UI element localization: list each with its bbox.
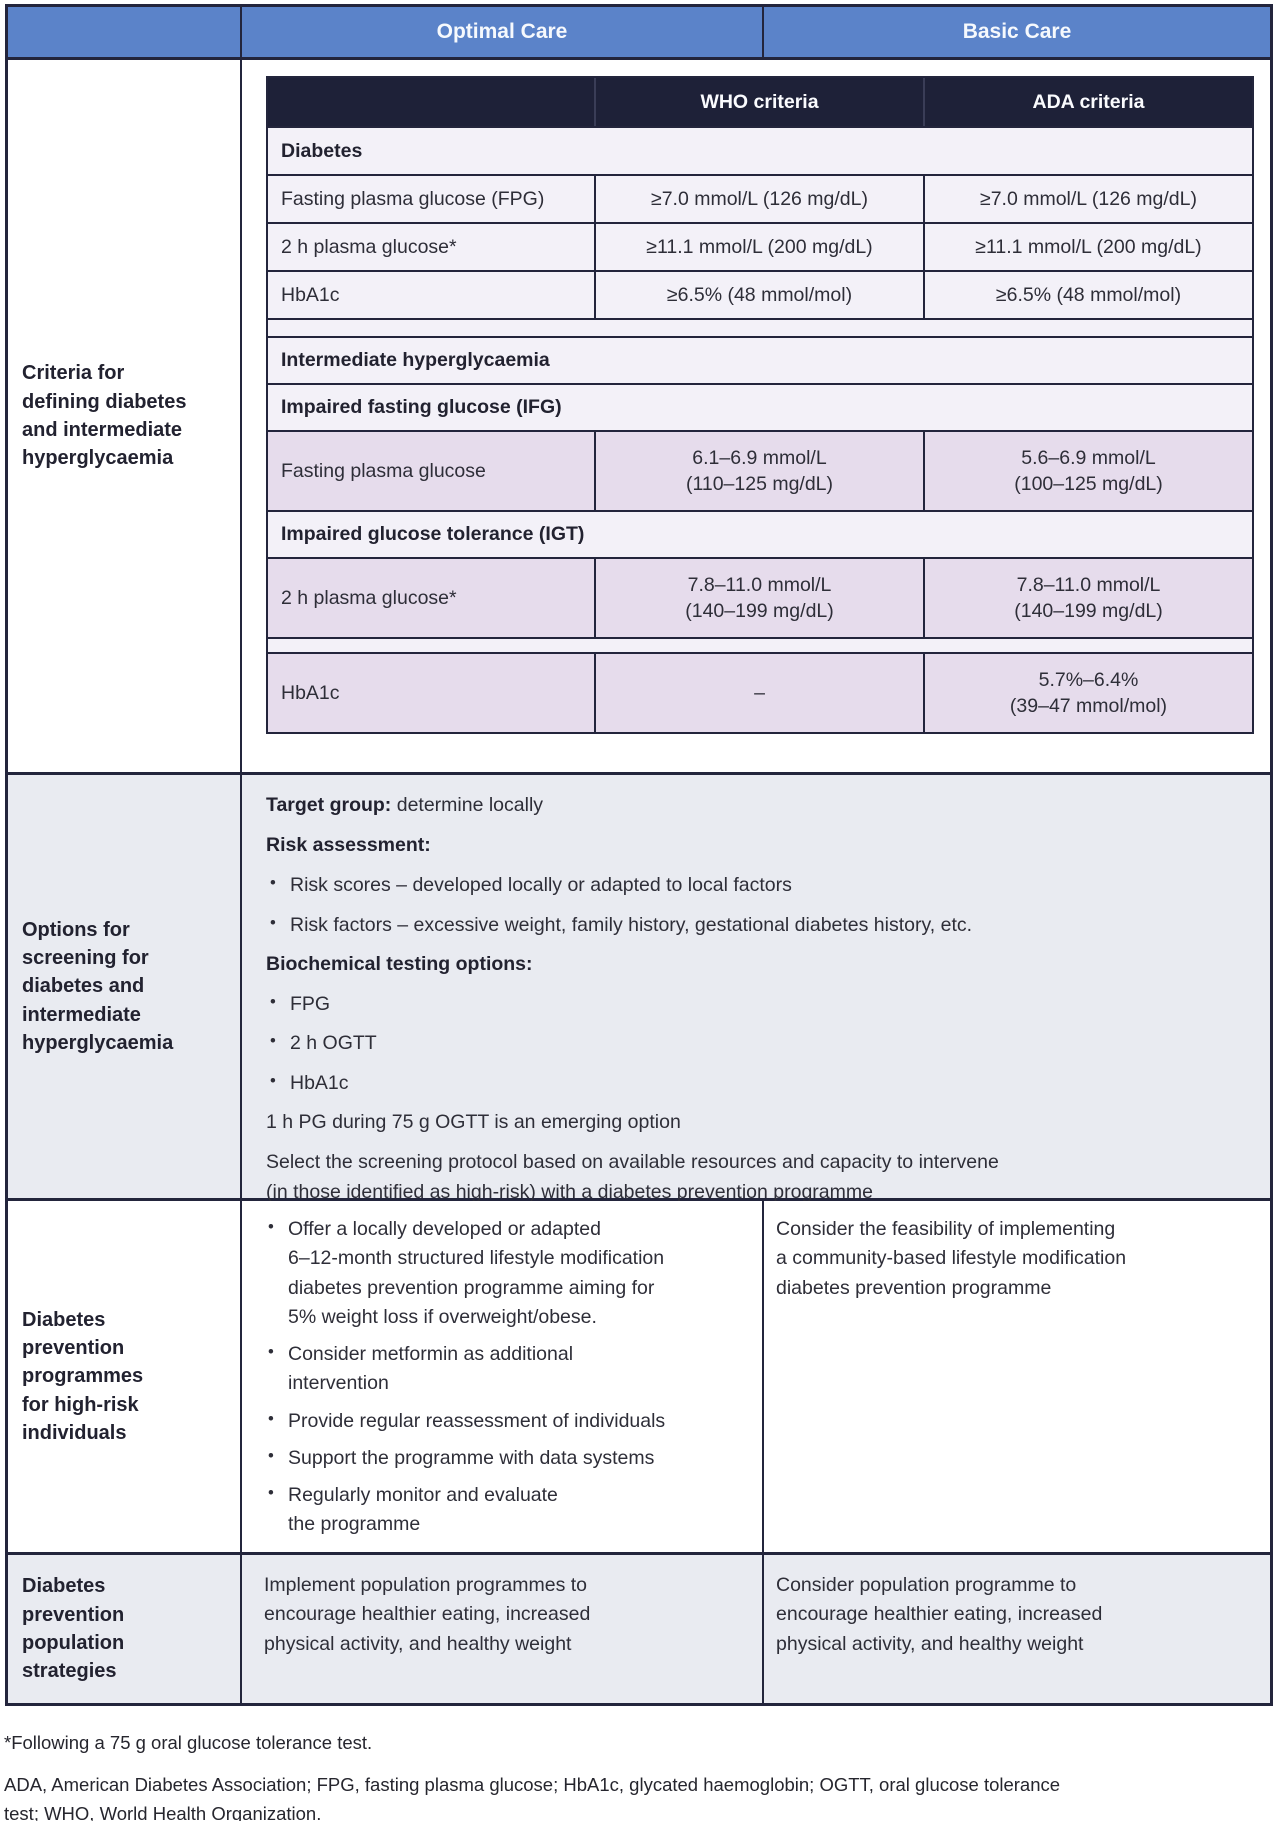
basic-care-label: Basic Care — [962, 20, 1072, 43]
ada-value: 7.8–11.0 mmol/L (140–199 mg/dL) — [1014, 573, 1163, 622]
ada-value: ≥7.0 mmol/L (126 mg/dL) — [980, 187, 1197, 210]
biochemical-bullet: FPG — [266, 989, 1246, 1019]
row-label: Fasting plasma glucose (FPG) — [268, 176, 596, 222]
prevention-programmes-row: Diabetes prevention programmes for high-… — [8, 1201, 1270, 1555]
target-group-text: determine locally — [396, 794, 544, 816]
spacer-row — [268, 639, 1252, 654]
diabetes-section-header: Diabetes — [268, 128, 1252, 174]
row-label: HbA1c — [268, 654, 596, 732]
who-value: 7.8–11.0 mmol/L (140–199 mg/dL) — [596, 559, 925, 637]
optimal-care-label: Optimal Care — [436, 20, 568, 43]
ifg-values-row: Fasting plasma glucose 6.1–6.9 mmol/L (1… — [268, 432, 1252, 512]
intermediate-section-row: Intermediate hyperglycaemia — [268, 338, 1252, 385]
header-optimal-care-cell: Optimal Care — [242, 7, 764, 57]
header-corner-cell — [8, 7, 242, 57]
prevention-bullet: Provide regular reassessment of individu… — [264, 1407, 754, 1436]
risk-bullet-list: Risk scores – developed locally or adapt… — [266, 870, 1246, 939]
intermediate-section-header: Intermediate hyperglycaemia — [268, 338, 1252, 383]
ada-value: ≥6.5% (48 mmol/mol) — [995, 283, 1182, 306]
inner-table-corner-cell — [268, 78, 596, 126]
header-basic-care-cell: Basic Care — [764, 7, 1270, 57]
biochemical-bullet: HbA1c — [266, 1068, 1246, 1098]
target-group-line: Target group: determine locally — [266, 790, 1246, 820]
footnote-asterisk: *Following a 75 g oral glucose tolerance… — [4, 1732, 373, 1753]
prevention-bullet: Regularly monitor and evaluate the progr… — [264, 1481, 754, 1540]
criteria-row-header-cell: Criteria for defining diabetes and inter… — [8, 60, 242, 772]
population-strategies-row: Diabetes prevention population strategie… — [8, 1555, 1270, 1703]
spacer-row — [268, 320, 1252, 338]
row-label: 2 h plasma glucose* — [268, 224, 596, 270]
ifg-section-header: Impaired fasting glucose (IFG) — [268, 385, 1252, 430]
screening-row-header: Options for screening for diabetes and i… — [22, 918, 174, 1055]
emerging-option-note: 1 h PG during 75 g OGTT is an emerging o… — [266, 1110, 681, 1133]
care-comparison-table: Optimal Care Basic Care Criteria for def… — [5, 4, 1273, 1706]
who-value: ≥7.0 mmol/L (126 mg/dL) — [596, 176, 925, 222]
igt-section-header: Impaired glucose tolerance (IGT) — [268, 512, 1252, 557]
criteria-row: Criteria for defining diabetes and inter… — [8, 60, 1270, 775]
prevention-row-header-cell: Diabetes prevention programmes for high-… — [8, 1201, 242, 1552]
who-value: 6.1–6.9 mmol/L (110–125 mg/dL) — [596, 432, 925, 510]
row-label: Fasting plasma glucose — [268, 432, 596, 510]
hba1c-intermediate-row: HbA1c – 5.7%–6.4% (39–47 mmol/mol) — [268, 654, 1252, 732]
biochemical-bullet-list: FPG 2 h OGTT HbA1c — [266, 989, 1246, 1098]
prevention-row-header: Diabetes prevention programmes for high-… — [22, 1308, 144, 1445]
footnotes: *Following a 75 g oral glucose tolerance… — [4, 1728, 1276, 1821]
hba1c-diabetes-row: HbA1c ≥6.5% (48 mmol/mol) ≥6.5% (48 mmol… — [268, 272, 1252, 320]
criteria-row-header: Criteria for defining diabetes and inter… — [22, 362, 187, 470]
ada-criteria-header: ADA criteria — [1032, 90, 1145, 113]
screening-row: Options for screening for diabetes and i… — [8, 775, 1270, 1203]
who-value: ≥6.5% (48 mmol/mol) — [596, 272, 925, 318]
ada-value: 5.7%–6.4% (39–47 mmol/mol) — [1009, 668, 1168, 717]
prevention-bullet: Consider metformin as additional interve… — [264, 1340, 754, 1399]
population-row-header: Diabetes prevention population strategie… — [22, 1575, 125, 1683]
risk-assessment-label: Risk assessment: — [266, 834, 431, 857]
igt-values-row: 2 h plasma glucose* 7.8–11.0 mmol/L (140… — [268, 559, 1252, 639]
ifg-section-row: Impaired fasting glucose (IFG) — [268, 385, 1252, 432]
footnote-abbreviations: ADA, American Diabetes Association; FPG,… — [4, 1773, 1061, 1821]
biochemical-testing-label: Biochemical testing options: — [266, 952, 533, 975]
table-header-row: Optimal Care Basic Care — [8, 7, 1270, 60]
biochemical-bullet: 2 h OGTT — [266, 1028, 1246, 1058]
prevention-bullet: Support the programme with data systems — [264, 1444, 754, 1473]
criteria-inner-table: WHO criteria ADA criteria Diabetes Fasti… — [266, 76, 1254, 734]
row-label: HbA1c — [268, 272, 596, 318]
screening-content-cell: Target group: determine locally Risk ass… — [242, 775, 1270, 1203]
population-row-header-cell: Diabetes prevention population strategie… — [8, 1555, 242, 1703]
row-label: 2 h plasma glucose* — [268, 559, 596, 637]
ada-value: 5.6–6.9 mmol/L (100–125 mg/dL) — [1014, 446, 1163, 495]
risk-bullet: Risk factors – excessive weight, family … — [266, 910, 1246, 940]
2h-glucose-diabetes-row: 2 h plasma glucose* ≥11.1 mmol/L (200 mg… — [268, 224, 1252, 272]
screening-row-header-cell: Options for screening for diabetes and i… — [8, 775, 242, 1198]
select-protocol-note: Select the screening protocol based on a… — [266, 1150, 999, 1204]
prevention-basic-cell: Consider the feasibility of implementing… — [764, 1201, 1270, 1552]
fpg-diabetes-row: Fasting plasma glucose (FPG) ≥7.0 mmol/L… — [268, 176, 1252, 224]
criteria-content-cell: WHO criteria ADA criteria Diabetes Fasti… — [242, 60, 1270, 772]
prevention-optimal-cell: Offer a locally developed or adapted 6–1… — [242, 1201, 764, 1552]
diabetes-section-row: Diabetes — [268, 128, 1252, 176]
ada-value: ≥11.1 mmol/L (200 mg/dL) — [975, 235, 1202, 258]
risk-bullet: Risk scores – developed locally or adapt… — [266, 870, 1246, 900]
inner-table-header-row: WHO criteria ADA criteria — [268, 78, 1252, 128]
population-optimal-cell: Implement population programmes to encou… — [242, 1555, 764, 1703]
igt-section-row: Impaired glucose tolerance (IGT) — [268, 512, 1252, 559]
prevention-bullet-list: Offer a locally developed or adapted 6–1… — [264, 1215, 754, 1540]
who-value: ≥11.1 mmol/L (200 mg/dL) — [596, 224, 925, 270]
who-criteria-header: WHO criteria — [596, 78, 925, 126]
target-group-label: Target group: — [266, 794, 392, 816]
prevention-bullet: Offer a locally developed or adapted 6–1… — [264, 1215, 754, 1332]
population-basic-cell: Consider population programme to encoura… — [764, 1555, 1270, 1703]
who-value: – — [596, 654, 925, 732]
